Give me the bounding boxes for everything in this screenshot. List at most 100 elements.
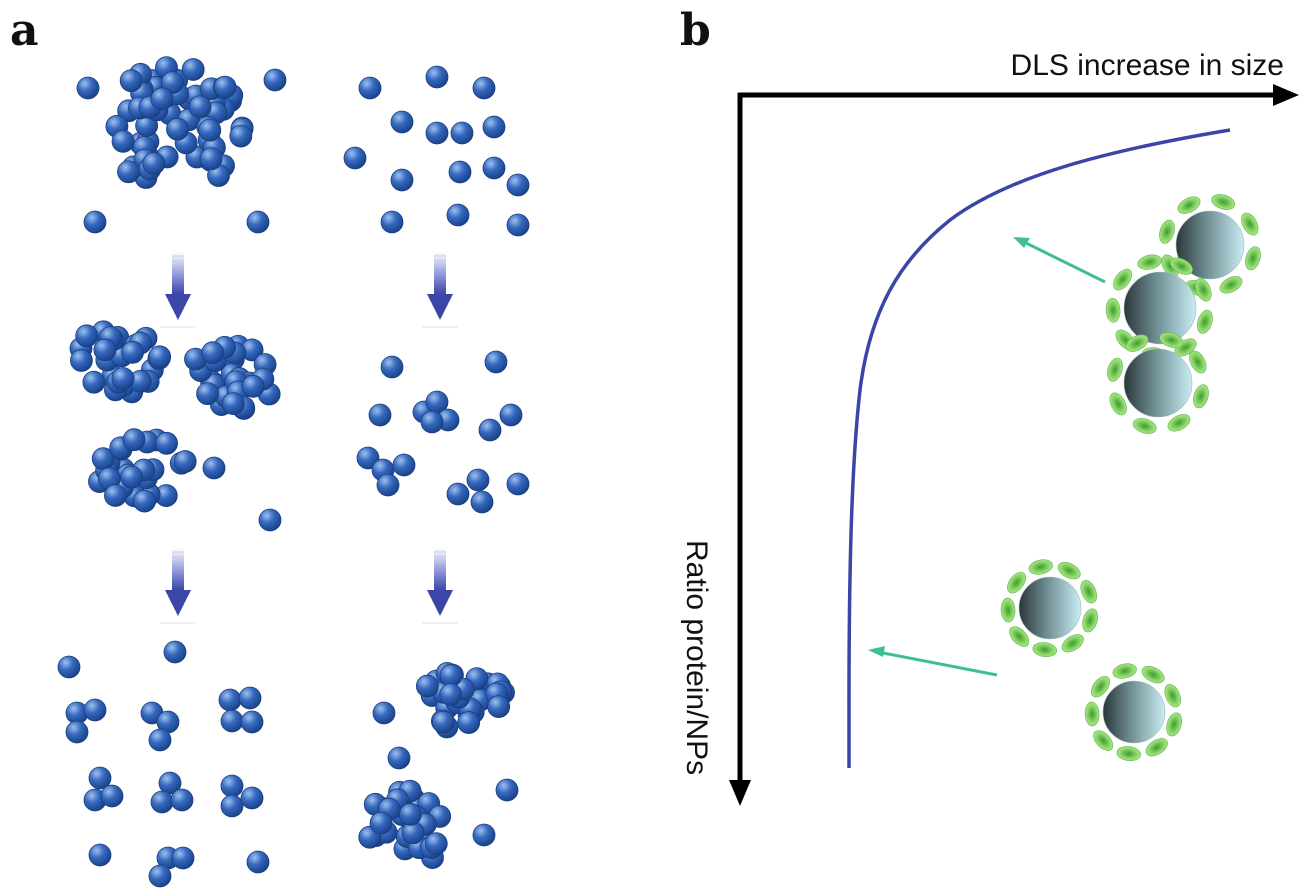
nanoparticle-sphere bbox=[133, 489, 156, 513]
nanoparticle-sphere bbox=[446, 203, 470, 227]
pointer-arrow-lower bbox=[868, 646, 998, 677]
protein-coated-nanoparticle bbox=[1000, 559, 1098, 658]
pointer-arrow-upper bbox=[1013, 237, 1106, 284]
cluster-scene-right-top bbox=[343, 65, 530, 237]
nanoparticle-core bbox=[1175, 210, 1245, 280]
y-axis-label: Ratio protein/NPs bbox=[680, 540, 713, 775]
nanoparticle-sphere bbox=[446, 482, 470, 506]
nanoparticle-sphere bbox=[376, 473, 400, 497]
process-down-arrow bbox=[160, 252, 196, 328]
nanoparticle-sphere bbox=[148, 345, 172, 369]
nanoparticle-sphere bbox=[448, 160, 472, 184]
nanoparticle-sphere bbox=[390, 110, 414, 134]
nanoparticle-sphere bbox=[420, 410, 444, 434]
nanoparticle-sphere bbox=[111, 129, 135, 153]
nanoparticle-sphere bbox=[478, 418, 502, 442]
y-axis-arrowhead bbox=[729, 780, 751, 806]
cluster-scene-left-middle bbox=[69, 320, 282, 532]
nanoparticle-sphere bbox=[466, 468, 490, 492]
protein-molecule bbox=[1028, 559, 1053, 575]
protein-molecule bbox=[1195, 278, 1212, 302]
nanoparticle-sphere bbox=[70, 349, 93, 372]
protein-molecule bbox=[1105, 298, 1121, 323]
protein-molecule bbox=[1000, 597, 1016, 623]
nanoparticle-sphere bbox=[121, 340, 144, 364]
protein-molecule bbox=[1197, 309, 1213, 334]
nanoparticle-sphere bbox=[506, 173, 530, 197]
nanoparticle-sphere bbox=[506, 472, 530, 496]
nanoparticle-core bbox=[1102, 680, 1166, 744]
protein-molecule bbox=[1211, 194, 1236, 210]
protein-molecule bbox=[1112, 663, 1137, 679]
nanoparticle-sphere bbox=[173, 450, 197, 473]
cluster-scene-right-bottom bbox=[358, 661, 519, 869]
protein-molecule bbox=[1166, 712, 1182, 737]
protein-molecule bbox=[1164, 684, 1181, 708]
cluster-scene-right-middle bbox=[356, 350, 530, 514]
nanoparticle-sphere bbox=[201, 341, 225, 365]
protein-molecule bbox=[1189, 350, 1207, 374]
nanoparticle-core bbox=[1123, 348, 1193, 418]
nanoparticle-sphere bbox=[450, 121, 474, 145]
nanoparticle-sphere bbox=[160, 71, 184, 94]
nanoparticle-sphere bbox=[76, 76, 100, 100]
process-down-arrow bbox=[422, 252, 458, 328]
nanoparticle-sphere bbox=[472, 823, 496, 847]
protein-coated-nanoparticle bbox=[1107, 332, 1209, 434]
nanoparticle-sphere bbox=[117, 160, 140, 184]
protein-molecule bbox=[1032, 642, 1057, 658]
nanoparticle-sphere bbox=[88, 843, 112, 867]
nanoparticle-sphere bbox=[241, 374, 265, 398]
nanoparticle-sphere bbox=[229, 124, 253, 148]
nanoparticle-sphere bbox=[82, 370, 106, 394]
nanoparticle-sphere bbox=[93, 338, 117, 362]
process-arrows bbox=[160, 252, 458, 624]
protein-molecule bbox=[1109, 392, 1127, 416]
nanoparticle-sphere bbox=[150, 790, 174, 814]
nanoparticle-sphere bbox=[246, 850, 270, 874]
protein-molecule bbox=[1241, 212, 1259, 236]
nanoparticle-sphere bbox=[358, 76, 382, 100]
nanoparticle-sphere bbox=[122, 428, 146, 452]
nanoparticle-sphere bbox=[506, 213, 530, 237]
protein-molecule bbox=[1177, 196, 1201, 214]
nanoparticle-sphere bbox=[380, 210, 404, 234]
nanoparticle-sphere bbox=[220, 709, 244, 733]
protein-molecule bbox=[1080, 580, 1097, 604]
protein-molecule bbox=[1125, 334, 1149, 352]
cluster-scene-left-top bbox=[76, 56, 287, 234]
protein-molecule bbox=[1116, 746, 1141, 762]
nanoparticle-sphere bbox=[431, 710, 455, 734]
nanoparticle-sphere bbox=[398, 802, 422, 826]
protein-molecule bbox=[1009, 626, 1030, 647]
nanoparticle-sphere bbox=[240, 786, 264, 810]
nanoparticle-core bbox=[1123, 271, 1197, 345]
protein-molecule bbox=[1091, 675, 1110, 698]
protein-molecule bbox=[1082, 608, 1098, 633]
protein-molecule bbox=[1107, 357, 1123, 382]
nanoparticle-sphere bbox=[369, 811, 393, 835]
protein-molecule bbox=[1057, 562, 1081, 580]
nanoparticle-sphere bbox=[415, 674, 439, 698]
nanoparticle-sphere bbox=[148, 728, 172, 752]
nanoparticle-sphere bbox=[482, 156, 506, 180]
nanoparticle-sphere bbox=[472, 76, 496, 100]
nanoparticle-sphere bbox=[368, 403, 392, 427]
nanoparticle-sphere bbox=[198, 118, 222, 142]
nanoparticle-sphere bbox=[380, 355, 404, 379]
nanoparticle-sphere bbox=[196, 382, 219, 406]
nanoparticle-sphere bbox=[220, 774, 244, 798]
protein-molecule bbox=[1145, 738, 1168, 757]
nanoparticle-sphere bbox=[163, 640, 187, 664]
nanoparticle-sphere bbox=[240, 710, 264, 734]
protein-coated-nanoparticle bbox=[1084, 663, 1182, 762]
nanoparticle-sphere bbox=[425, 65, 449, 89]
nanoparticle-sphere bbox=[199, 147, 223, 171]
nanoparticle-illustrations bbox=[1000, 194, 1261, 762]
nanoparticle-sphere bbox=[457, 711, 481, 734]
protein-coated-nanoparticle bbox=[1159, 194, 1261, 296]
nanoparticle-sphere bbox=[495, 778, 519, 802]
nanoparticle-core bbox=[1018, 576, 1082, 640]
nanoparticle-sphere bbox=[171, 846, 195, 870]
nanoparticle-sphere bbox=[220, 794, 244, 818]
